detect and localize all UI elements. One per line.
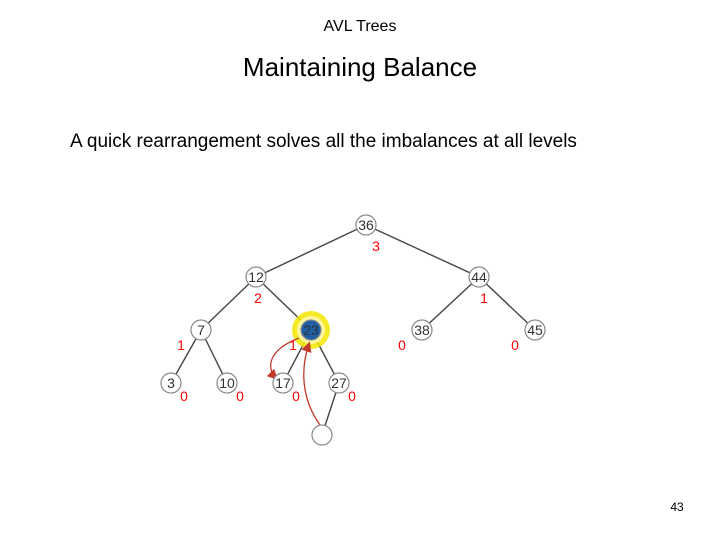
balance-label: 1 [289, 337, 297, 353]
tree-node-44 [468, 266, 490, 288]
tree-edge [421, 276, 480, 331]
node-key-label: 7 [197, 322, 205, 338]
tree-edge [200, 276, 257, 331]
slide-subtitle: A quick rearrangement solves all the imb… [70, 131, 577, 152]
node-key-label: 27 [331, 375, 347, 391]
node-key-label: 23 [303, 322, 319, 338]
rotation-arrow-up [301, 341, 321, 426]
node-key-label: 45 [527, 322, 543, 338]
tree-node-new [311, 424, 333, 446]
balance-label: 1 [177, 337, 185, 353]
node-key-label: 36 [358, 217, 374, 233]
tree-edge [478, 276, 536, 331]
node-key-label: 12 [248, 269, 264, 285]
tree-node-38 [411, 319, 433, 341]
balance-label: 0 [348, 388, 356, 404]
node-key-label: 10 [219, 375, 235, 391]
tree-node-7 [190, 319, 212, 341]
slide-header: AVL Trees [323, 18, 397, 35]
tree-node-10 [216, 372, 238, 394]
balance-label: 0 [398, 337, 406, 353]
tree-edge [255, 224, 367, 278]
page-number: 43 [670, 500, 684, 514]
node-key-label: 3 [167, 375, 175, 391]
tree-node-45 [524, 319, 546, 341]
tree-node-17 [272, 372, 294, 394]
tree-edge [365, 224, 480, 278]
balance-label: 0 [236, 388, 244, 404]
node-key-label: 38 [414, 322, 430, 338]
balance-label: 3 [372, 238, 380, 254]
balance-label: 0 [292, 388, 300, 404]
tree-node-36 [355, 214, 377, 236]
rotation-arrow-left [266, 337, 300, 380]
balance-label: 0 [511, 337, 519, 353]
tree-node-27 [328, 372, 350, 394]
tree-node-23 [300, 319, 322, 341]
tree-node-12 [245, 266, 267, 288]
balance-label: 1 [480, 290, 488, 306]
slide-title: Maintaining Balance [242, 52, 478, 82]
node-key-label: 17 [275, 375, 291, 391]
node-key-label: 44 [471, 269, 487, 285]
balance-label: 0 [180, 388, 188, 404]
tree-node-3 [160, 372, 182, 394]
balance-label: 2 [254, 290, 262, 306]
